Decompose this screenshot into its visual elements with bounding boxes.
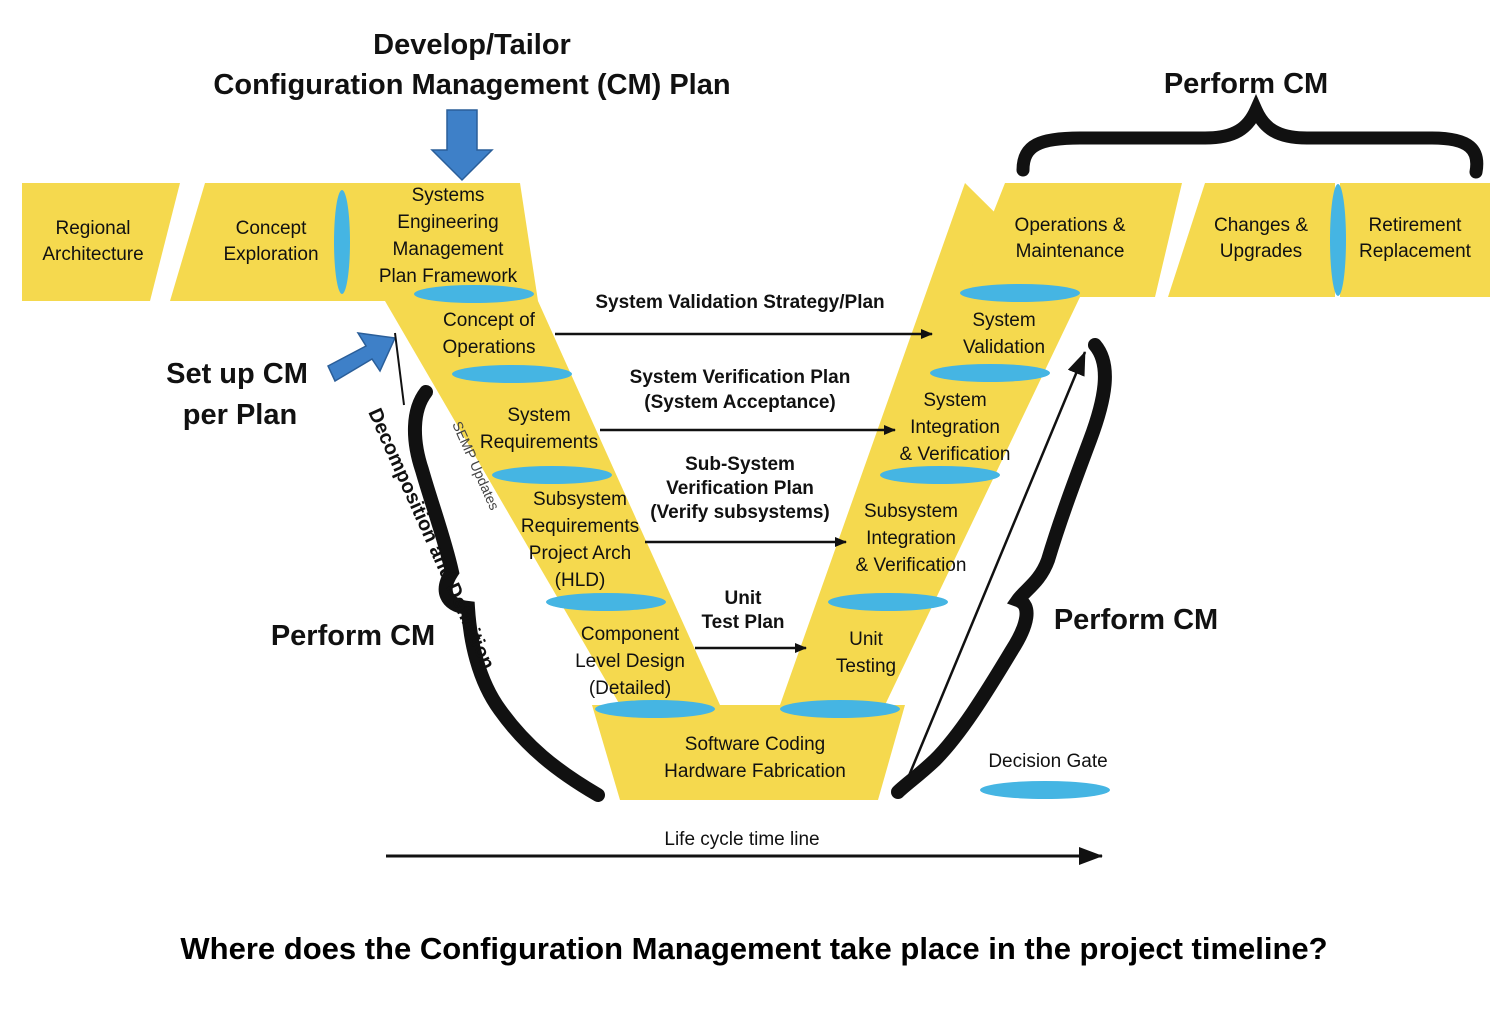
changes-band [1168,183,1335,297]
decision-gate-5 [492,466,612,484]
perform-cm-left-label: Perform CM [271,620,435,652]
setup-cm-label: Set up CM [166,358,308,390]
down-arrow-icon [430,109,494,182]
perform-cm-right-brace [891,338,1112,799]
decision-gate-6 [546,593,666,611]
decomposition-arrow-line [394,332,405,406]
v-right-leg [780,183,1080,705]
per-plan-label: per Plan [183,399,297,431]
verification-plan-label: System Verification Plan(System Acceptan… [630,367,851,413]
cm-plan-heading: Configuration Management (CM) Plan [213,69,730,101]
setup-cm-arrow-icon [327,332,397,383]
validation-plan-label: System Validation Strategy/Plan [595,292,884,313]
decision-gate-4 [452,365,572,383]
integration-arrow-line [901,351,1087,791]
decision-gate-9 [828,593,948,611]
develop-tailor-heading: Develop/Tailor [373,29,571,61]
operations-maintenance-label: Operations &Maintenance [1015,215,1126,262]
perform-cm-top-brace [1016,94,1484,179]
perform-cm-right-label: Perform CM [1054,604,1218,636]
decision-gate-11 [930,364,1050,382]
semp-band [346,183,538,301]
v-bottom [592,705,905,800]
concept-exploration-band [170,183,358,301]
decision-gate-10 [880,466,1000,484]
retirement-band [1340,183,1490,297]
decision-gate-legend-label: Decision Gate [988,751,1107,772]
perform-cm-top-heading: Perform CM [1164,68,1328,100]
decision-gate-legend-icon [980,781,1110,799]
perform-cm-left-brace [408,385,605,802]
life-cycle-label: Life cycle time line [664,829,819,850]
question-caption: Where does the Configuration Management … [180,931,1328,966]
decision-gate-8 [780,700,900,718]
decision-gate-3 [414,285,534,303]
decision-gate-7 [595,700,715,718]
decision-gate-1 [334,190,350,294]
operations-band [960,183,1182,297]
regional-architecture-band [22,183,180,301]
decision-gate-2 [1330,184,1346,296]
decision-gate-12 [960,284,1080,302]
changes-upgrades-label: Changes &Upgrades [1214,215,1308,262]
